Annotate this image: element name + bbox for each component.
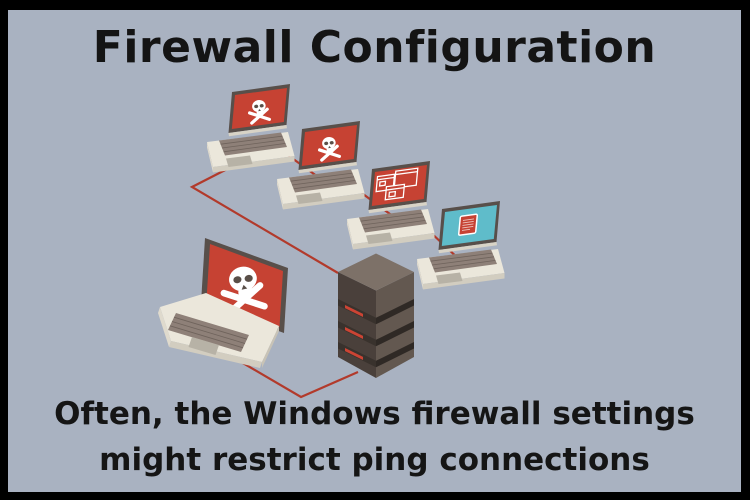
laptop-infected-large xyxy=(158,238,288,368)
caption-line-2: might restrict ping connections xyxy=(99,442,650,479)
network-illustration xyxy=(158,83,505,399)
laptop-infected-2 xyxy=(276,120,365,210)
server-top-face xyxy=(338,253,414,291)
laptop-error-windows xyxy=(346,160,435,250)
laptop-infected-1 xyxy=(206,83,295,173)
server-tower xyxy=(338,253,414,378)
page-title: Firewall Configuration xyxy=(92,22,657,73)
laptop-quarantined xyxy=(416,200,505,290)
caption-line-1: Often, the Windows firewall settings xyxy=(54,396,695,433)
caption: Often, the Windows firewall settings mig… xyxy=(8,392,741,484)
error-windows-icon xyxy=(375,167,419,201)
file-icon xyxy=(457,213,479,236)
connection-line xyxy=(189,164,339,274)
connection-line xyxy=(235,358,359,399)
server-led-lights xyxy=(345,305,363,360)
